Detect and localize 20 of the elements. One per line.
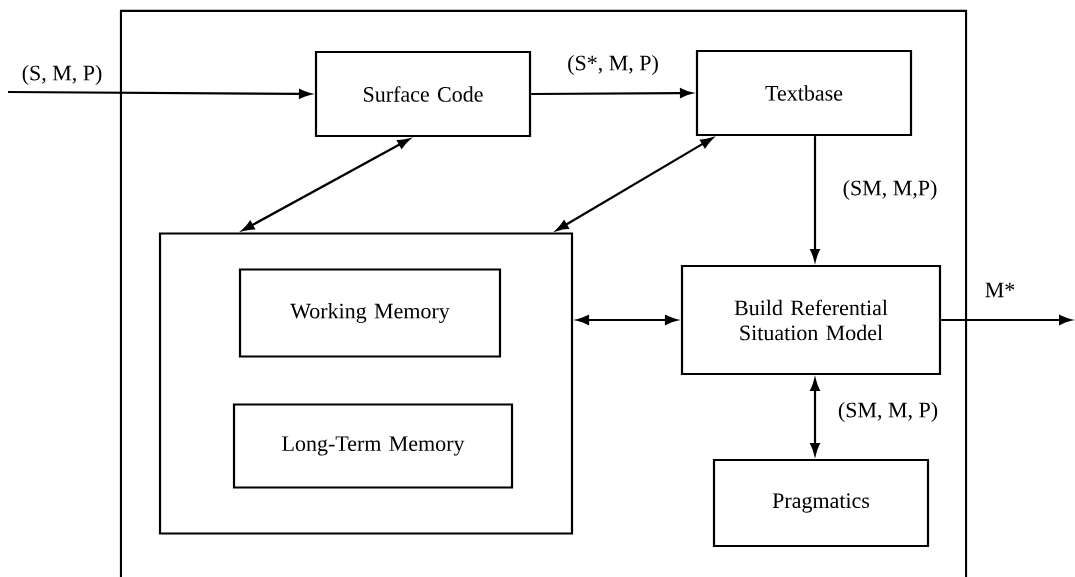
arrow	[576, 315, 678, 325]
edge-label: (S*, M, P)	[566, 54, 660, 76]
process-box: Pragmatics	[712, 458, 930, 548]
process-box: Build Referential Situation Model	[680, 264, 942, 376]
edge-label: (S, M, P)	[20, 64, 104, 86]
edge-label: (SM, M,P)	[841, 179, 939, 201]
arrow	[810, 136, 820, 262]
process-box: Textbase	[695, 49, 913, 137]
arrow	[531, 88, 693, 98]
process-box: Long-Term Memory	[232, 403, 514, 489]
arrow	[941, 315, 1072, 325]
arrow	[810, 378, 820, 456]
container-box	[158, 232, 574, 535]
arrow	[556, 137, 713, 231]
edge-label: M*	[983, 281, 1017, 299]
edge-label: (SM, M, P)	[836, 401, 940, 423]
arrow	[8, 89, 312, 99]
frame	[119, 9, 968, 577]
process-box: Working Memory	[238, 268, 502, 358]
process-box: Surface Code	[314, 50, 532, 138]
